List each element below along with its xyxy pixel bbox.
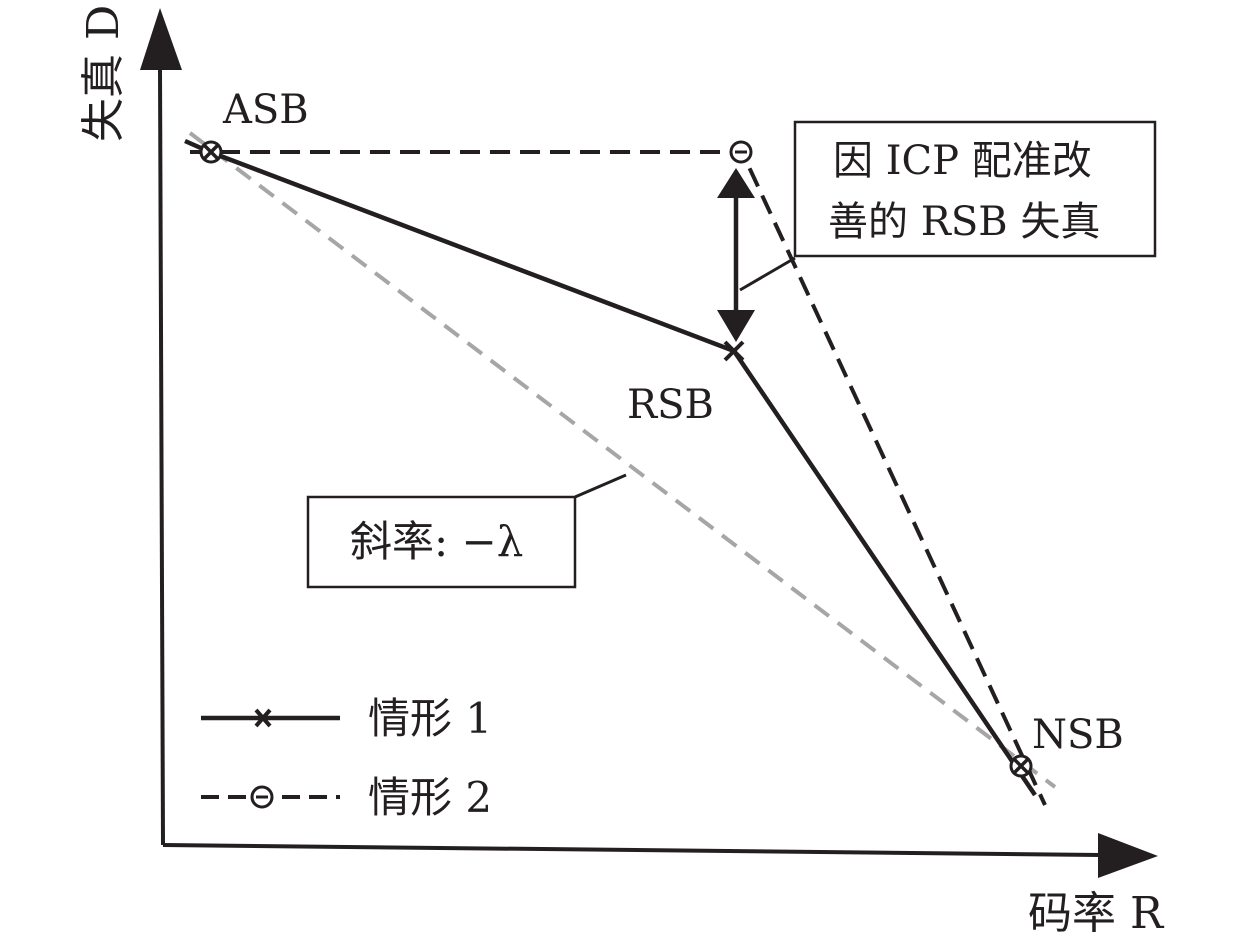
- y-axis-label: 失真 D: [78, 5, 129, 142]
- case2-rsb-marker: [729, 140, 753, 164]
- axes: [140, 8, 1158, 878]
- asb-marker: [199, 140, 223, 164]
- nsb-label: NSB: [1032, 712, 1124, 758]
- legend-case1: 情形 1: [201, 694, 492, 743]
- x-axis-label: 码率 R: [1028, 888, 1165, 939]
- case1-curve: [184, 138, 1037, 797]
- slope-label: 斜率: −λ: [350, 517, 523, 566]
- x-axis-arrow: [1098, 833, 1158, 878]
- improvement-text-line2: 善的 RSB 失真: [828, 199, 1100, 245]
- slope-box: [306, 495, 577, 589]
- improvement-arrow: [717, 168, 755, 342]
- slope-leader: [574, 473, 627, 499]
- legend-cross-icon: [254, 708, 272, 728]
- legend-case1-label: 情形 1: [368, 694, 492, 743]
- legend-case2-label: 情形 2: [368, 773, 492, 822]
- slope-lambda-line: [188, 131, 1057, 789]
- y-axis: [158, 69, 165, 846]
- improvement-text-line1: 因 ICP 配准改: [833, 138, 1092, 184]
- legend-circle-icon: [250, 785, 274, 809]
- improvement-box: [793, 120, 1157, 258]
- legend: 情形 1 情形 2: [201, 694, 492, 822]
- rsb-label: RSB: [627, 382, 714, 428]
- nsb-marker: [1009, 754, 1033, 778]
- asb-label: ASB: [222, 87, 309, 133]
- x-axis: [162, 843, 1101, 857]
- improvement-leader: [739, 256, 796, 292]
- legend-case2: 情形 2: [201, 773, 492, 822]
- y-axis-arrow: [140, 8, 182, 70]
- case1-rsb-marker: [723, 340, 745, 362]
